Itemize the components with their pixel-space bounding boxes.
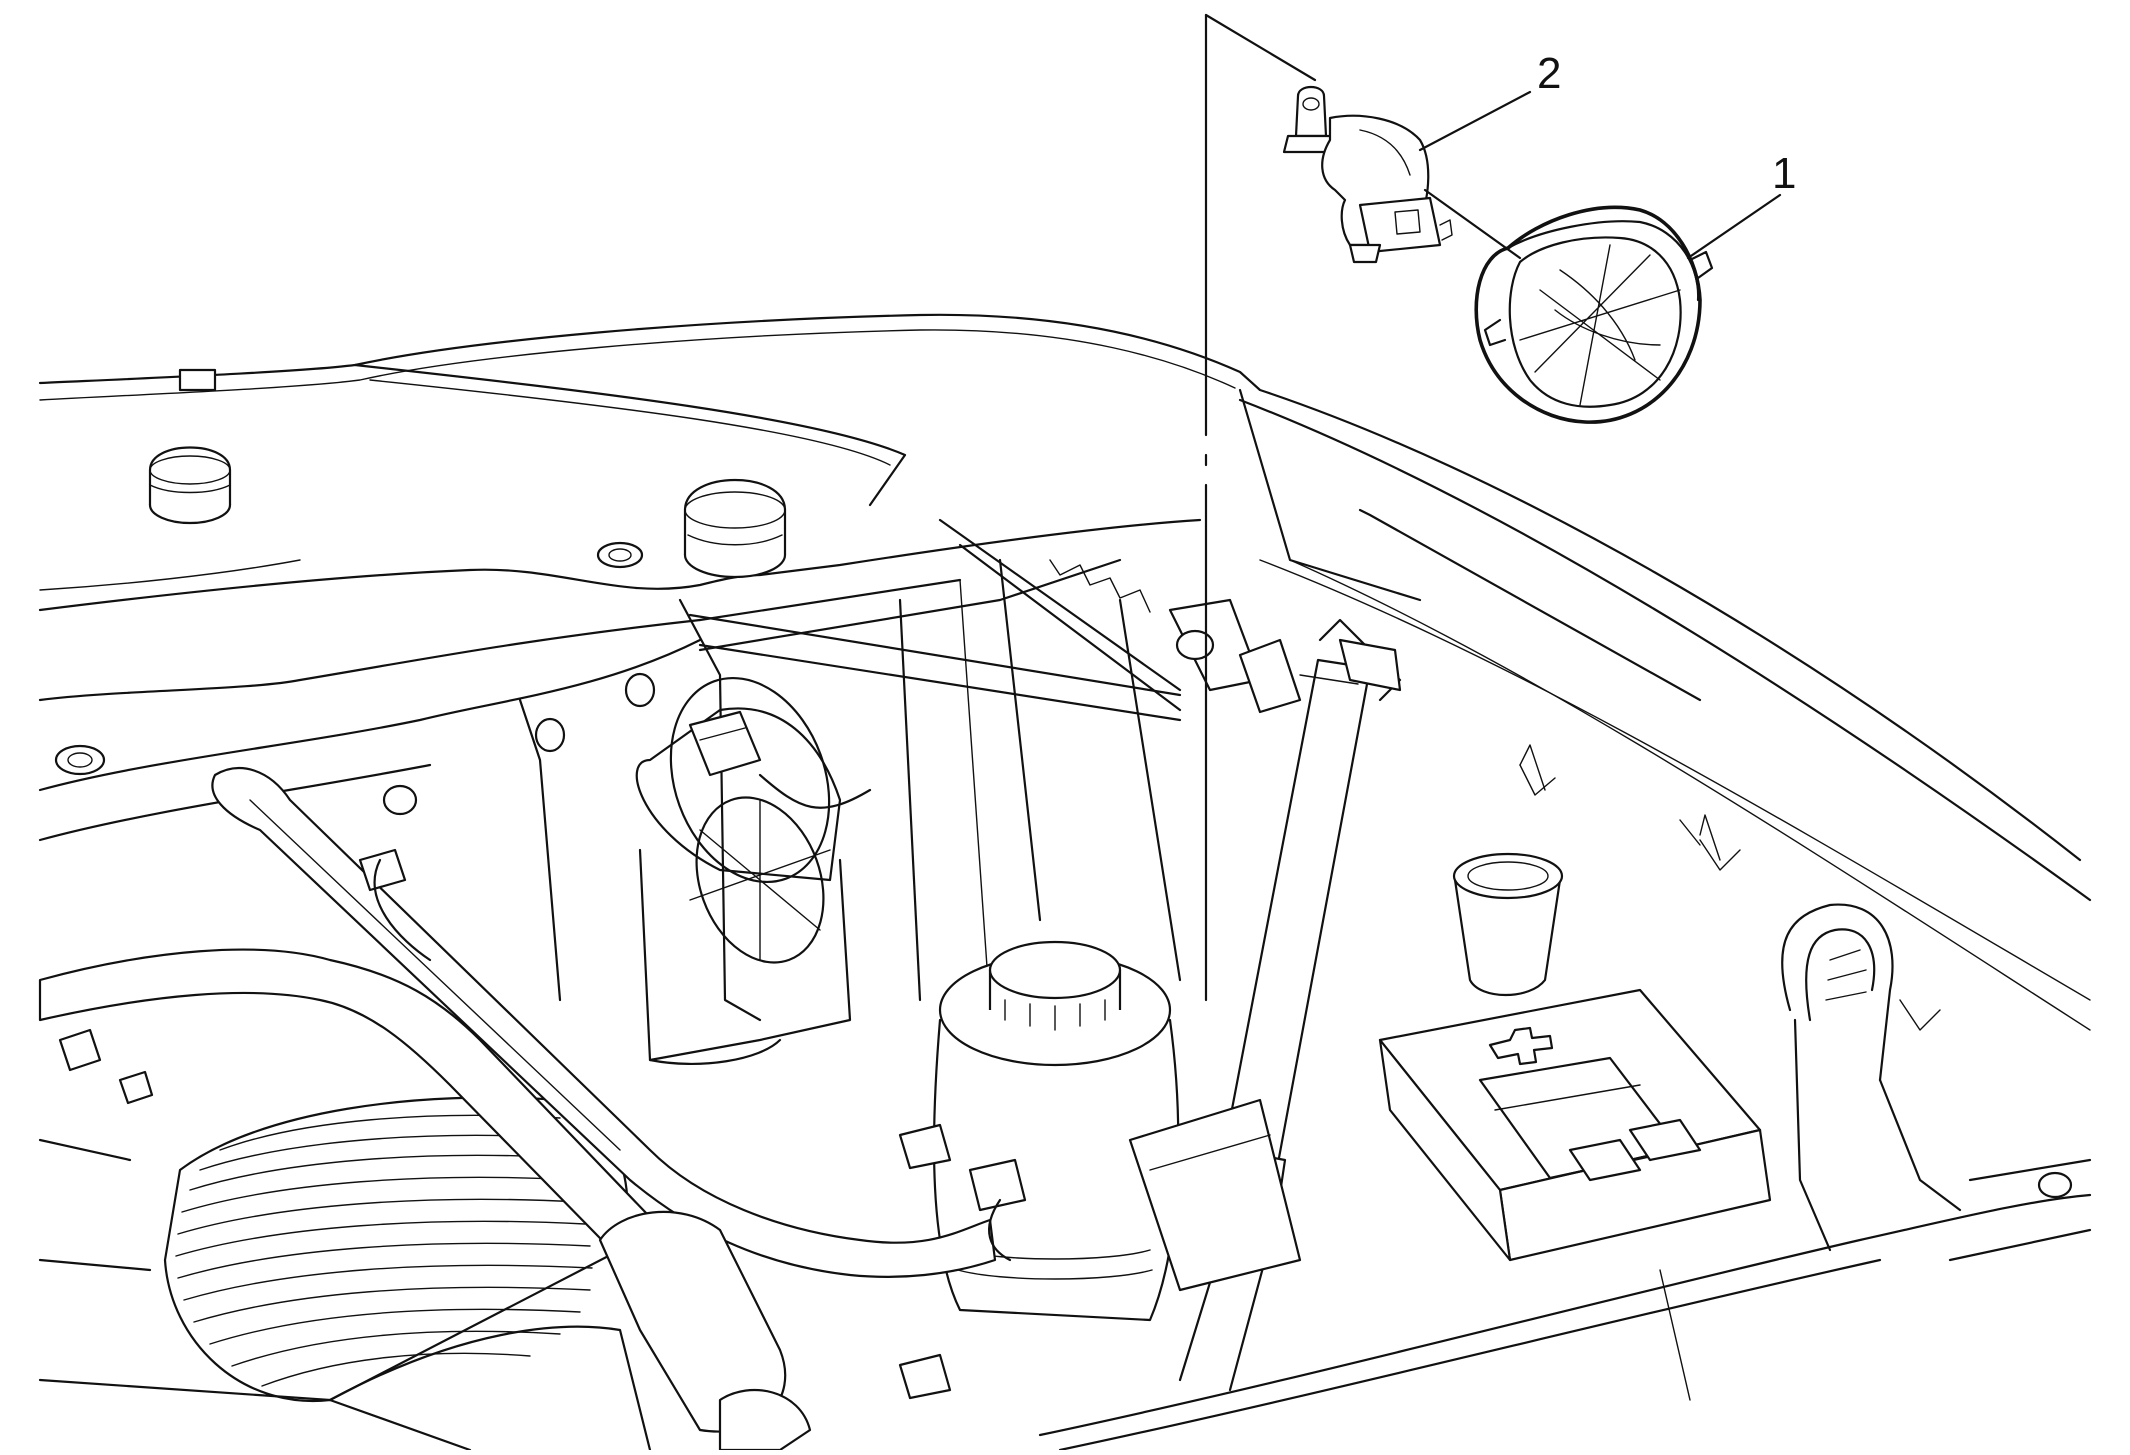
hood-latch [1168,598,1402,714]
fender-harness [1519,744,2092,1262]
hose-clamps [58,848,1027,1400]
lamp-housing [635,676,852,1066]
battery-tray [1128,1098,1302,1292]
connector [688,710,872,809]
coolant-reservoir [932,940,1180,1322]
cap-center [683,478,787,579]
lower-crossmember [1038,1193,2092,1452]
battery [1378,988,1772,1262]
assembly-line [1423,188,1522,260]
callout-label-1: 1 [1772,149,1796,198]
cap-left [148,446,232,525]
callout-2: 2 [1418,49,1561,152]
upper-hose [211,767,997,1278]
lower-hose [38,948,812,1452]
brace-rod [688,518,1182,722]
callout-label-2: 2 [1537,49,1561,98]
bulb-icon [1282,85,1453,264]
air-box [38,1138,652,1452]
intake-hose [163,1096,629,1403]
callout-1: 1 [1686,149,1796,260]
filler-neck [1452,852,1564,997]
hood-edge [38,313,2092,1031]
lamp-cover-icon [1474,205,1714,424]
leader-vertical [1204,13,1317,1002]
